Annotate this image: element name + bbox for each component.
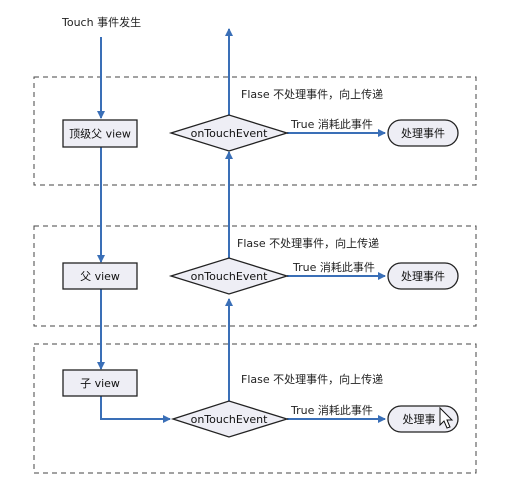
- top-decision-diamond: [168, 114, 290, 152]
- parent-view-box: [62, 262, 138, 290]
- child-true-label: True 消耗此事件: [290, 403, 373, 417]
- arrow-child-view-to-decision: [100, 396, 171, 423]
- child-decision-label: onTouchEvent: [191, 413, 268, 426]
- layer-group-parent: [33, 225, 477, 327]
- top-true-label: True 消耗此事件: [290, 117, 373, 131]
- parent-true-label: True 消耗此事件: [292, 260, 375, 274]
- touch-event-start-label: Touch 事件发生: [61, 15, 141, 29]
- parent-view-label: 父 view: [80, 270, 120, 283]
- parent-decision-label: onTouchEvent: [191, 270, 268, 283]
- top-false-label: Flase 不处理事件，向上传递: [241, 87, 383, 101]
- child-handle-event-label: 处理事: [403, 413, 436, 426]
- top-handle-event-label: 处理事件: [401, 127, 445, 140]
- parent-false-label: Flase 不处理事件，向上传递: [237, 236, 379, 250]
- mouse-cursor-icon: [439, 406, 454, 429]
- top-handle-event-box: [387, 119, 459, 147]
- top-parent-view-label: 顶级父 view: [69, 128, 131, 141]
- layer-group-top-parent: [33, 76, 477, 186]
- parent-handle-event-box: [387, 262, 459, 290]
- child-false-label: Flase 不处理事件，向上传递: [241, 372, 383, 386]
- child-view-box: [62, 369, 138, 397]
- child-view-label: 子 view: [80, 377, 120, 390]
- parent-decision-diamond: [168, 257, 290, 295]
- parent-handle-event-label: 处理事件: [401, 270, 445, 283]
- top-decision-label: onTouchEvent: [191, 127, 268, 140]
- child-decision-diamond: [170, 400, 290, 438]
- layer-group-child: [33, 343, 477, 474]
- top-parent-view-box: [62, 119, 138, 148]
